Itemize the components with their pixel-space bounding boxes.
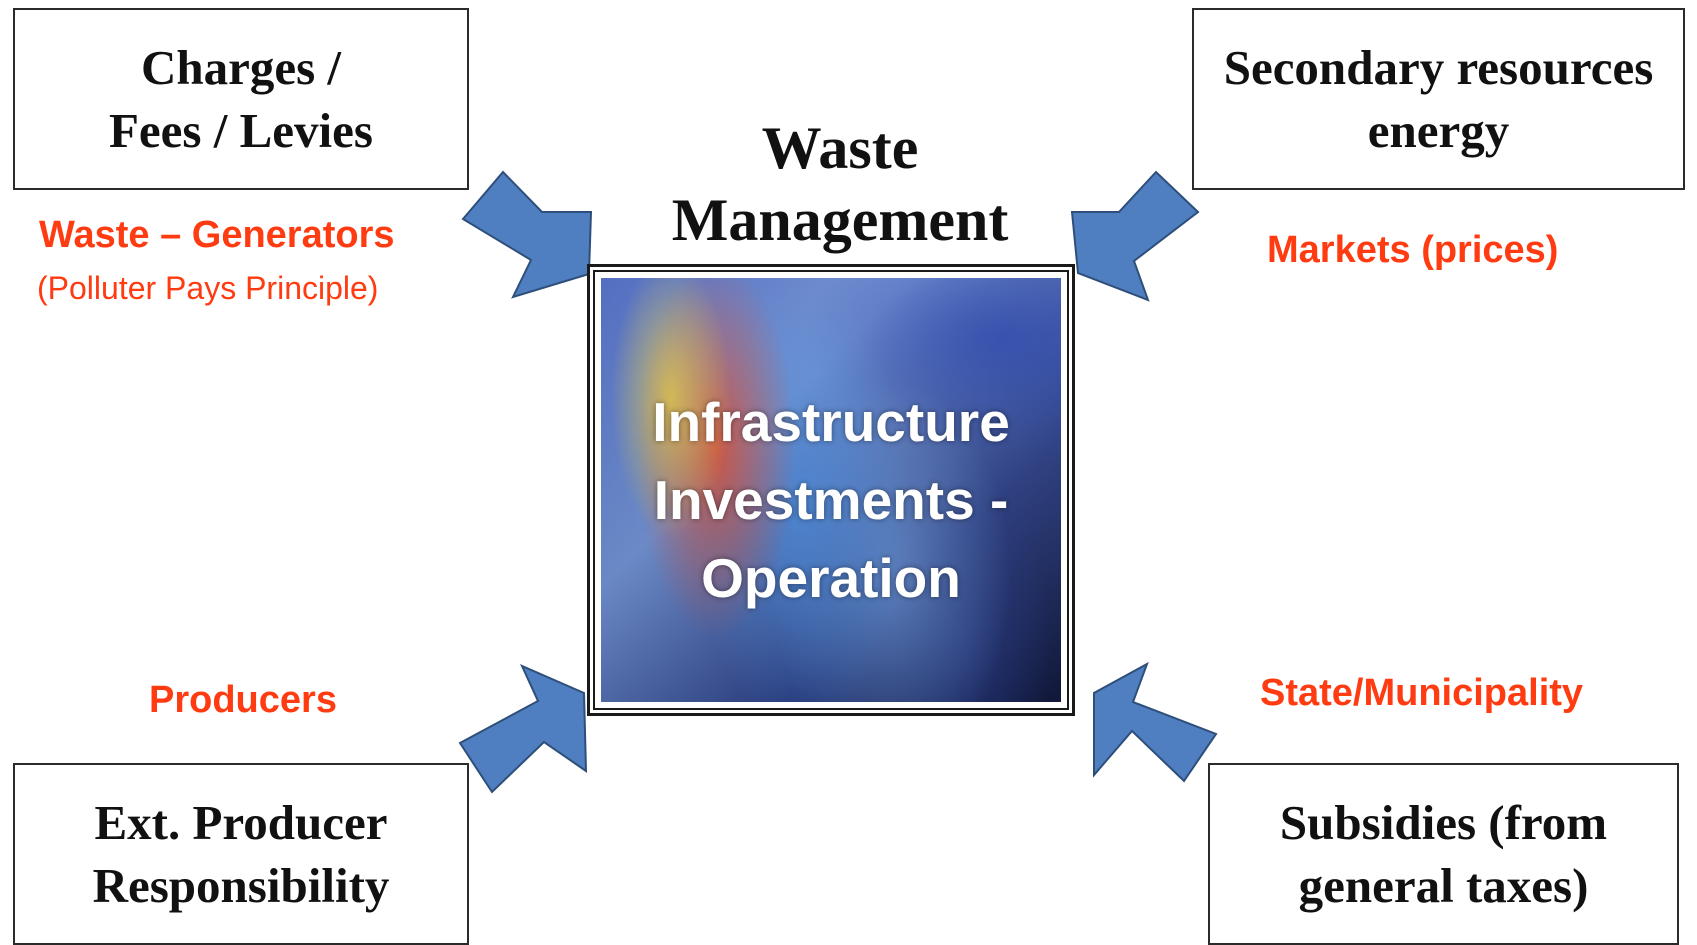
center-caption: Infrastructure Investments - Operation [601,383,1061,617]
title-line1: Waste [761,115,919,181]
subsidies-box: Subsidies (from general taxes) [1208,763,1679,945]
center-image-inner-frame: Infrastructure Investments - Operation [593,270,1069,710]
center-line3: Operation [701,547,961,609]
secondary-resources-box: Secondary resources energy [1192,8,1685,190]
box-bottom-left-line1: Ext. Producer [94,795,388,850]
arrow-top-left-icon [461,170,593,299]
box-top-right-line2: energy [1367,103,1510,158]
producers-label: Producers [149,679,337,721]
box-top-left-line2: Fees / Levies [109,103,373,158]
diagram-title: Waste Management [610,112,1070,256]
box-top-left-line1: Charges / [140,40,342,95]
box-bottom-right-line2: general taxes) [1298,858,1589,913]
center-image-frame: Infrastructure Investments - Operation [587,264,1075,716]
waste-generators-label: Waste – Generators [39,214,395,256]
box-bottom-right-line1: Subsidies (from [1279,795,1608,850]
center-line2: Investments - [653,469,1009,531]
box-top-right-line1: Secondary resources [1223,40,1654,95]
ext-producer-responsibility-box: Ext. Producer Responsibility [13,763,469,945]
title-line2: Management [671,187,1009,253]
markets-label: Markets (prices) [1267,229,1559,271]
center-line1: Infrastructure [652,391,1010,453]
arrow-bottom-left-icon [458,664,588,794]
arrow-top-right-icon [1070,170,1200,302]
waste-bins-image: Infrastructure Investments - Operation [601,278,1061,702]
box-bottom-left-line2: Responsibility [92,858,390,913]
arrow-bottom-right-icon [1093,661,1218,783]
charges-fees-levies-box: Charges / Fees / Levies [13,8,469,190]
polluter-pays-label: (Polluter Pays Principle) [37,270,379,306]
state-municipality-label: State/Municipality [1260,672,1584,714]
